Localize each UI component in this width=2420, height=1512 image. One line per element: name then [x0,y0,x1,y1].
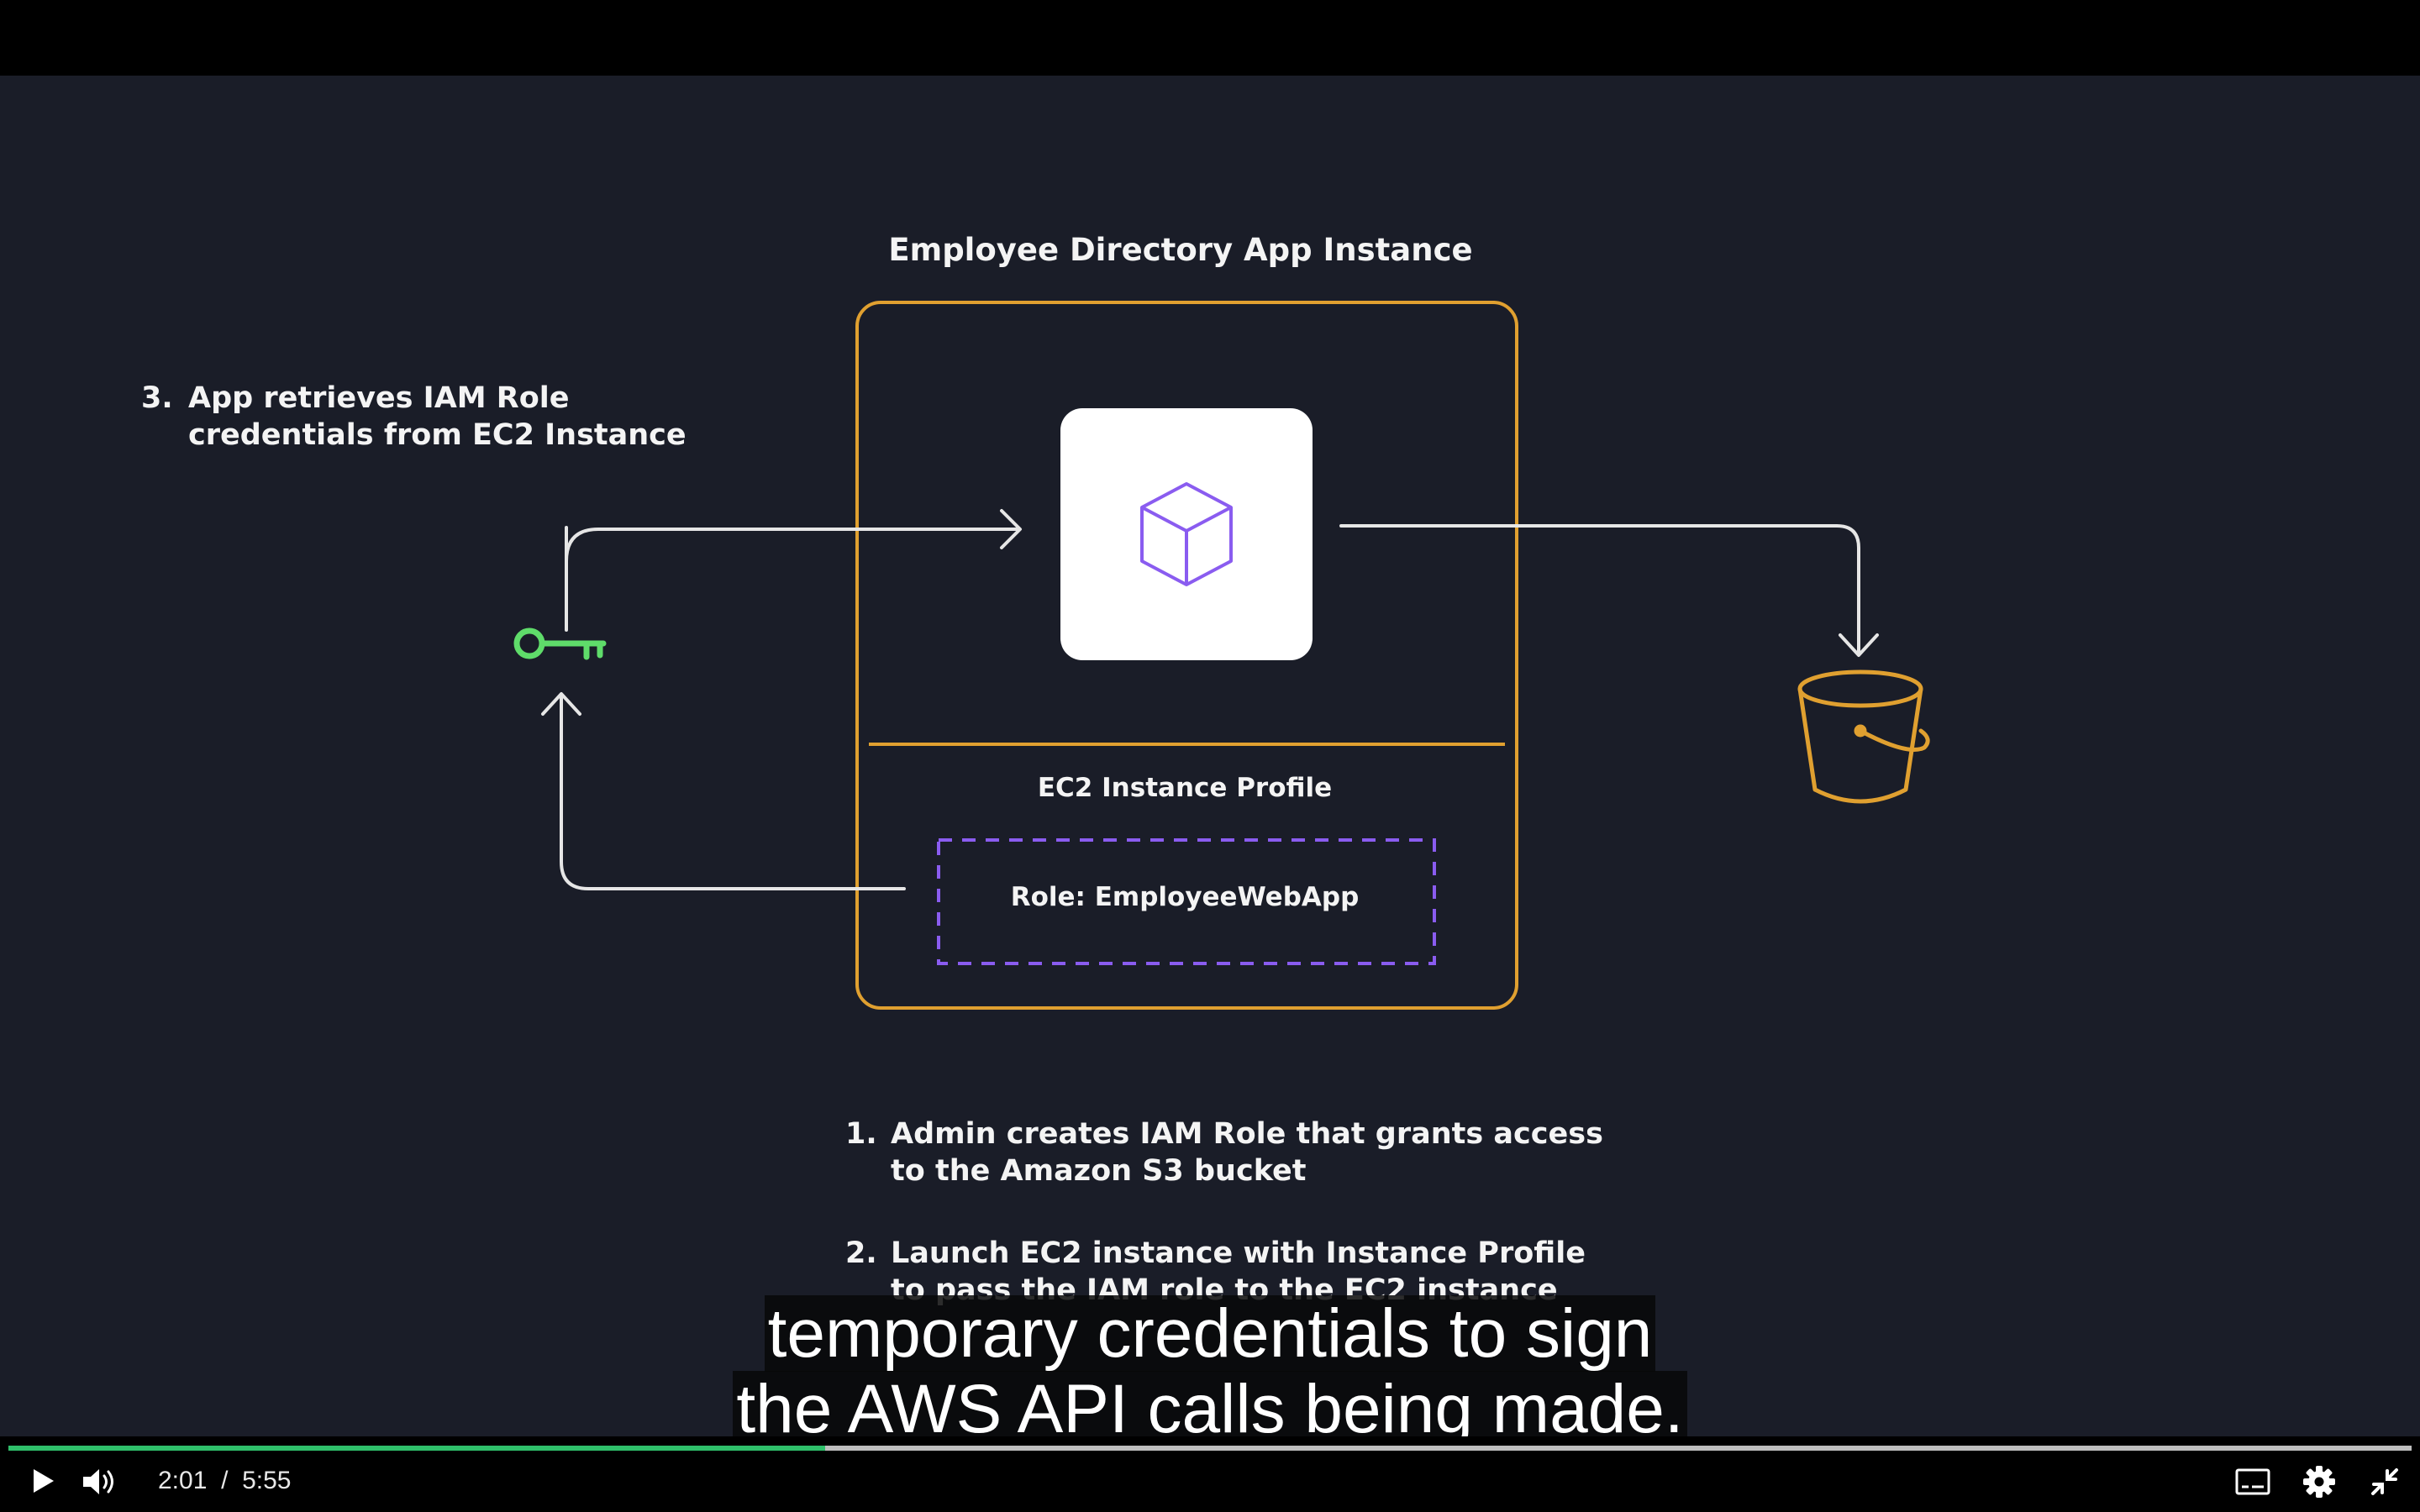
exit-fullscreen-icon[interactable] [2370,1467,2400,1497]
duration: 5:55 [242,1467,292,1494]
time-separator: / [221,1467,229,1494]
role-border [937,838,1436,965]
video-frame[interactable]: Employee Directory App Instance 3. App r… [0,76,2420,1436]
bucket-icon [1797,669,1930,804]
step-1-number: 1. [845,1117,877,1151]
play-icon[interactable] [29,1467,57,1495]
step-2-number: 2. [845,1236,877,1270]
arrow-instance-to-bucket [1339,524,1879,657]
step-3-number: 3. [141,381,173,415]
instance-border [855,301,1518,1010]
progress-bar[interactable] [8,1446,2412,1451]
progress-fill [8,1446,826,1451]
time-display: 2:01 / 5:55 [158,1467,291,1495]
arrow-role-to-key [541,692,906,890]
caption-text-1: temporary credentials to sign [764,1295,1656,1372]
step-3-text: App retrieves IAM Role credentials from … [188,381,687,452]
volume-icon[interactable] [81,1465,119,1499]
arrow-key-to-instance [564,509,1022,632]
current-time: 2:01 [158,1467,208,1494]
settings-icon[interactable] [2302,1465,2336,1499]
caption-line-1: temporary credentials to sign [0,1295,2420,1373]
ec2-icon [1140,482,1233,586]
instance-profile-label: EC2 Instance Profile [1037,773,1333,803]
role-label: Role: EmployeeWebApp [1010,882,1360,912]
step-1-text: Admin creates IAM Role that grants acces… [891,1117,1603,1188]
caption-line-2: the AWS API calls being made. [0,1371,2420,1448]
diagram-graphics [513,301,1930,1010]
player-controls: 2:01 / 5:55 [0,1436,2420,1512]
diagram-title: Employee Directory App Instance [888,232,1473,268]
caption-text-2: the AWS API calls being made. [733,1371,1687,1447]
captions-icon[interactable] [2235,1468,2270,1495]
key-icon [513,627,607,660]
